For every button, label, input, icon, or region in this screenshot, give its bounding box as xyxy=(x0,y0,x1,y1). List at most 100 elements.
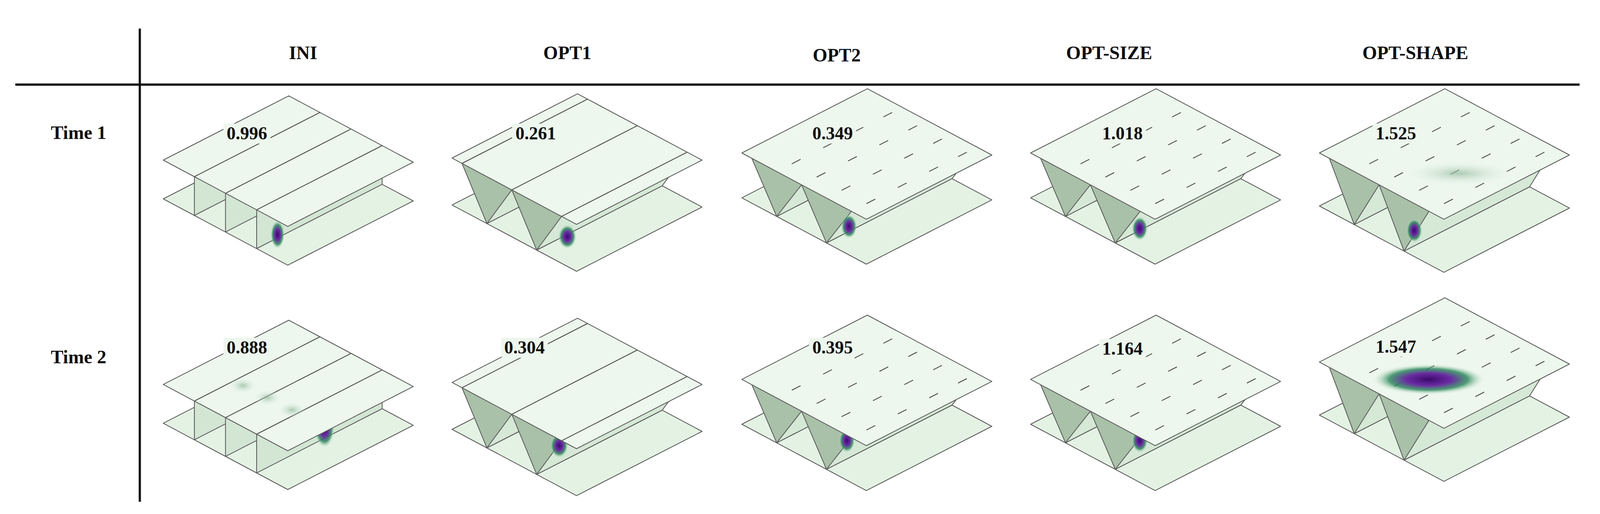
load-factor: 1.547 xyxy=(1372,336,1420,357)
web-slot xyxy=(1172,339,1181,344)
buckling-mode xyxy=(253,389,282,407)
web-slot xyxy=(1535,152,1545,157)
web-slot xyxy=(866,199,876,204)
load-factor: 1.525 xyxy=(1372,123,1420,144)
web-slot xyxy=(1218,393,1227,399)
column-header: OPT-SHAPE xyxy=(1362,42,1468,64)
web-slot xyxy=(1186,409,1196,415)
web-slot xyxy=(1130,186,1139,191)
top-plate xyxy=(163,320,414,451)
web-slot xyxy=(908,125,917,131)
top-plate xyxy=(1319,298,1570,429)
top-plate xyxy=(1319,88,1570,220)
web-line xyxy=(194,336,320,402)
sandwich-panel xyxy=(163,320,414,490)
web-slot xyxy=(1485,334,1495,340)
buckling-mode xyxy=(277,401,306,419)
web-slot xyxy=(1247,378,1256,384)
web-slot xyxy=(1400,143,1410,148)
web-slot xyxy=(1111,143,1121,148)
web-slot xyxy=(816,172,826,178)
row-label: Time 1 xyxy=(50,122,107,143)
web-slot xyxy=(879,140,889,145)
web-slot xyxy=(1419,186,1428,191)
web-slot xyxy=(1510,139,1520,144)
web-slot xyxy=(1460,112,1470,117)
web-slot xyxy=(1247,152,1256,157)
top-plate xyxy=(452,94,703,225)
web-slot xyxy=(1475,392,1485,397)
row-label: Time 2 xyxy=(50,346,107,368)
web-slot xyxy=(957,152,967,157)
sandwich-panel xyxy=(452,94,703,272)
sandwich-panel xyxy=(742,315,992,491)
web-slot xyxy=(816,399,826,404)
web-slot xyxy=(848,383,857,388)
buckling-mode xyxy=(558,224,577,250)
load-factor: 0.349 xyxy=(809,123,857,144)
buckling-mode xyxy=(270,220,285,250)
web-slot xyxy=(1481,153,1491,159)
web-slot xyxy=(1192,380,1202,385)
web-slot xyxy=(1457,349,1466,355)
web-slot xyxy=(957,378,967,384)
web-slot xyxy=(1535,361,1545,366)
buckling-mode xyxy=(1131,216,1148,241)
column-header: OPT-SIZE xyxy=(1066,42,1153,64)
web-slot xyxy=(1431,127,1441,132)
web-slot xyxy=(823,369,832,375)
web-slot xyxy=(1444,199,1453,204)
sandwich-panel xyxy=(742,88,992,265)
web-slot xyxy=(908,352,917,357)
column-header: INI xyxy=(289,42,318,64)
web-line xyxy=(461,99,588,164)
top-plate xyxy=(742,315,992,446)
web-slot xyxy=(1155,425,1164,431)
top-plate xyxy=(742,88,992,220)
web-slot xyxy=(1172,112,1181,117)
web-slot xyxy=(1136,156,1146,162)
web-slot xyxy=(1431,336,1441,341)
load-factor: 0.888 xyxy=(223,338,271,359)
buckling-mode xyxy=(228,377,258,395)
web-slot xyxy=(1080,159,1090,164)
web-slot xyxy=(1155,199,1164,204)
web-slot xyxy=(929,393,938,399)
web-slot xyxy=(841,186,851,191)
web-slot xyxy=(1130,412,1139,417)
web-slot xyxy=(933,139,942,144)
web-line xyxy=(561,376,687,442)
buckling-mode xyxy=(1402,161,1516,187)
web-slot xyxy=(1168,367,1177,372)
top-plate xyxy=(163,95,414,227)
web-slot xyxy=(866,425,876,431)
buckling-mode xyxy=(840,214,858,239)
web-slot xyxy=(1457,140,1466,145)
web-slot xyxy=(1196,125,1206,131)
load-factor: 1.018 xyxy=(1098,123,1146,144)
web-slot xyxy=(1481,363,1491,368)
web-slot xyxy=(879,367,889,372)
web-slot xyxy=(1221,365,1231,370)
web-slot xyxy=(1506,376,1516,381)
web-slot xyxy=(1161,170,1171,175)
top-plate xyxy=(1030,88,1281,220)
sandwich-panel xyxy=(1319,88,1570,273)
column-header: OPT1 xyxy=(543,42,592,64)
web-slot xyxy=(883,339,893,344)
load-factor: 1.164 xyxy=(1098,338,1146,359)
web-slot xyxy=(1136,383,1146,388)
web-slot xyxy=(1168,140,1177,145)
web-slot xyxy=(897,183,907,188)
web-slot xyxy=(1161,396,1171,401)
top-plate xyxy=(1030,315,1281,446)
web-slot xyxy=(872,396,882,401)
sandwich-panel xyxy=(452,318,703,496)
sandwich-panel xyxy=(163,95,414,266)
buckling-mode xyxy=(1406,218,1423,244)
web-slot xyxy=(1460,321,1470,326)
web-slot xyxy=(1485,125,1495,131)
web-slot xyxy=(1111,369,1121,375)
